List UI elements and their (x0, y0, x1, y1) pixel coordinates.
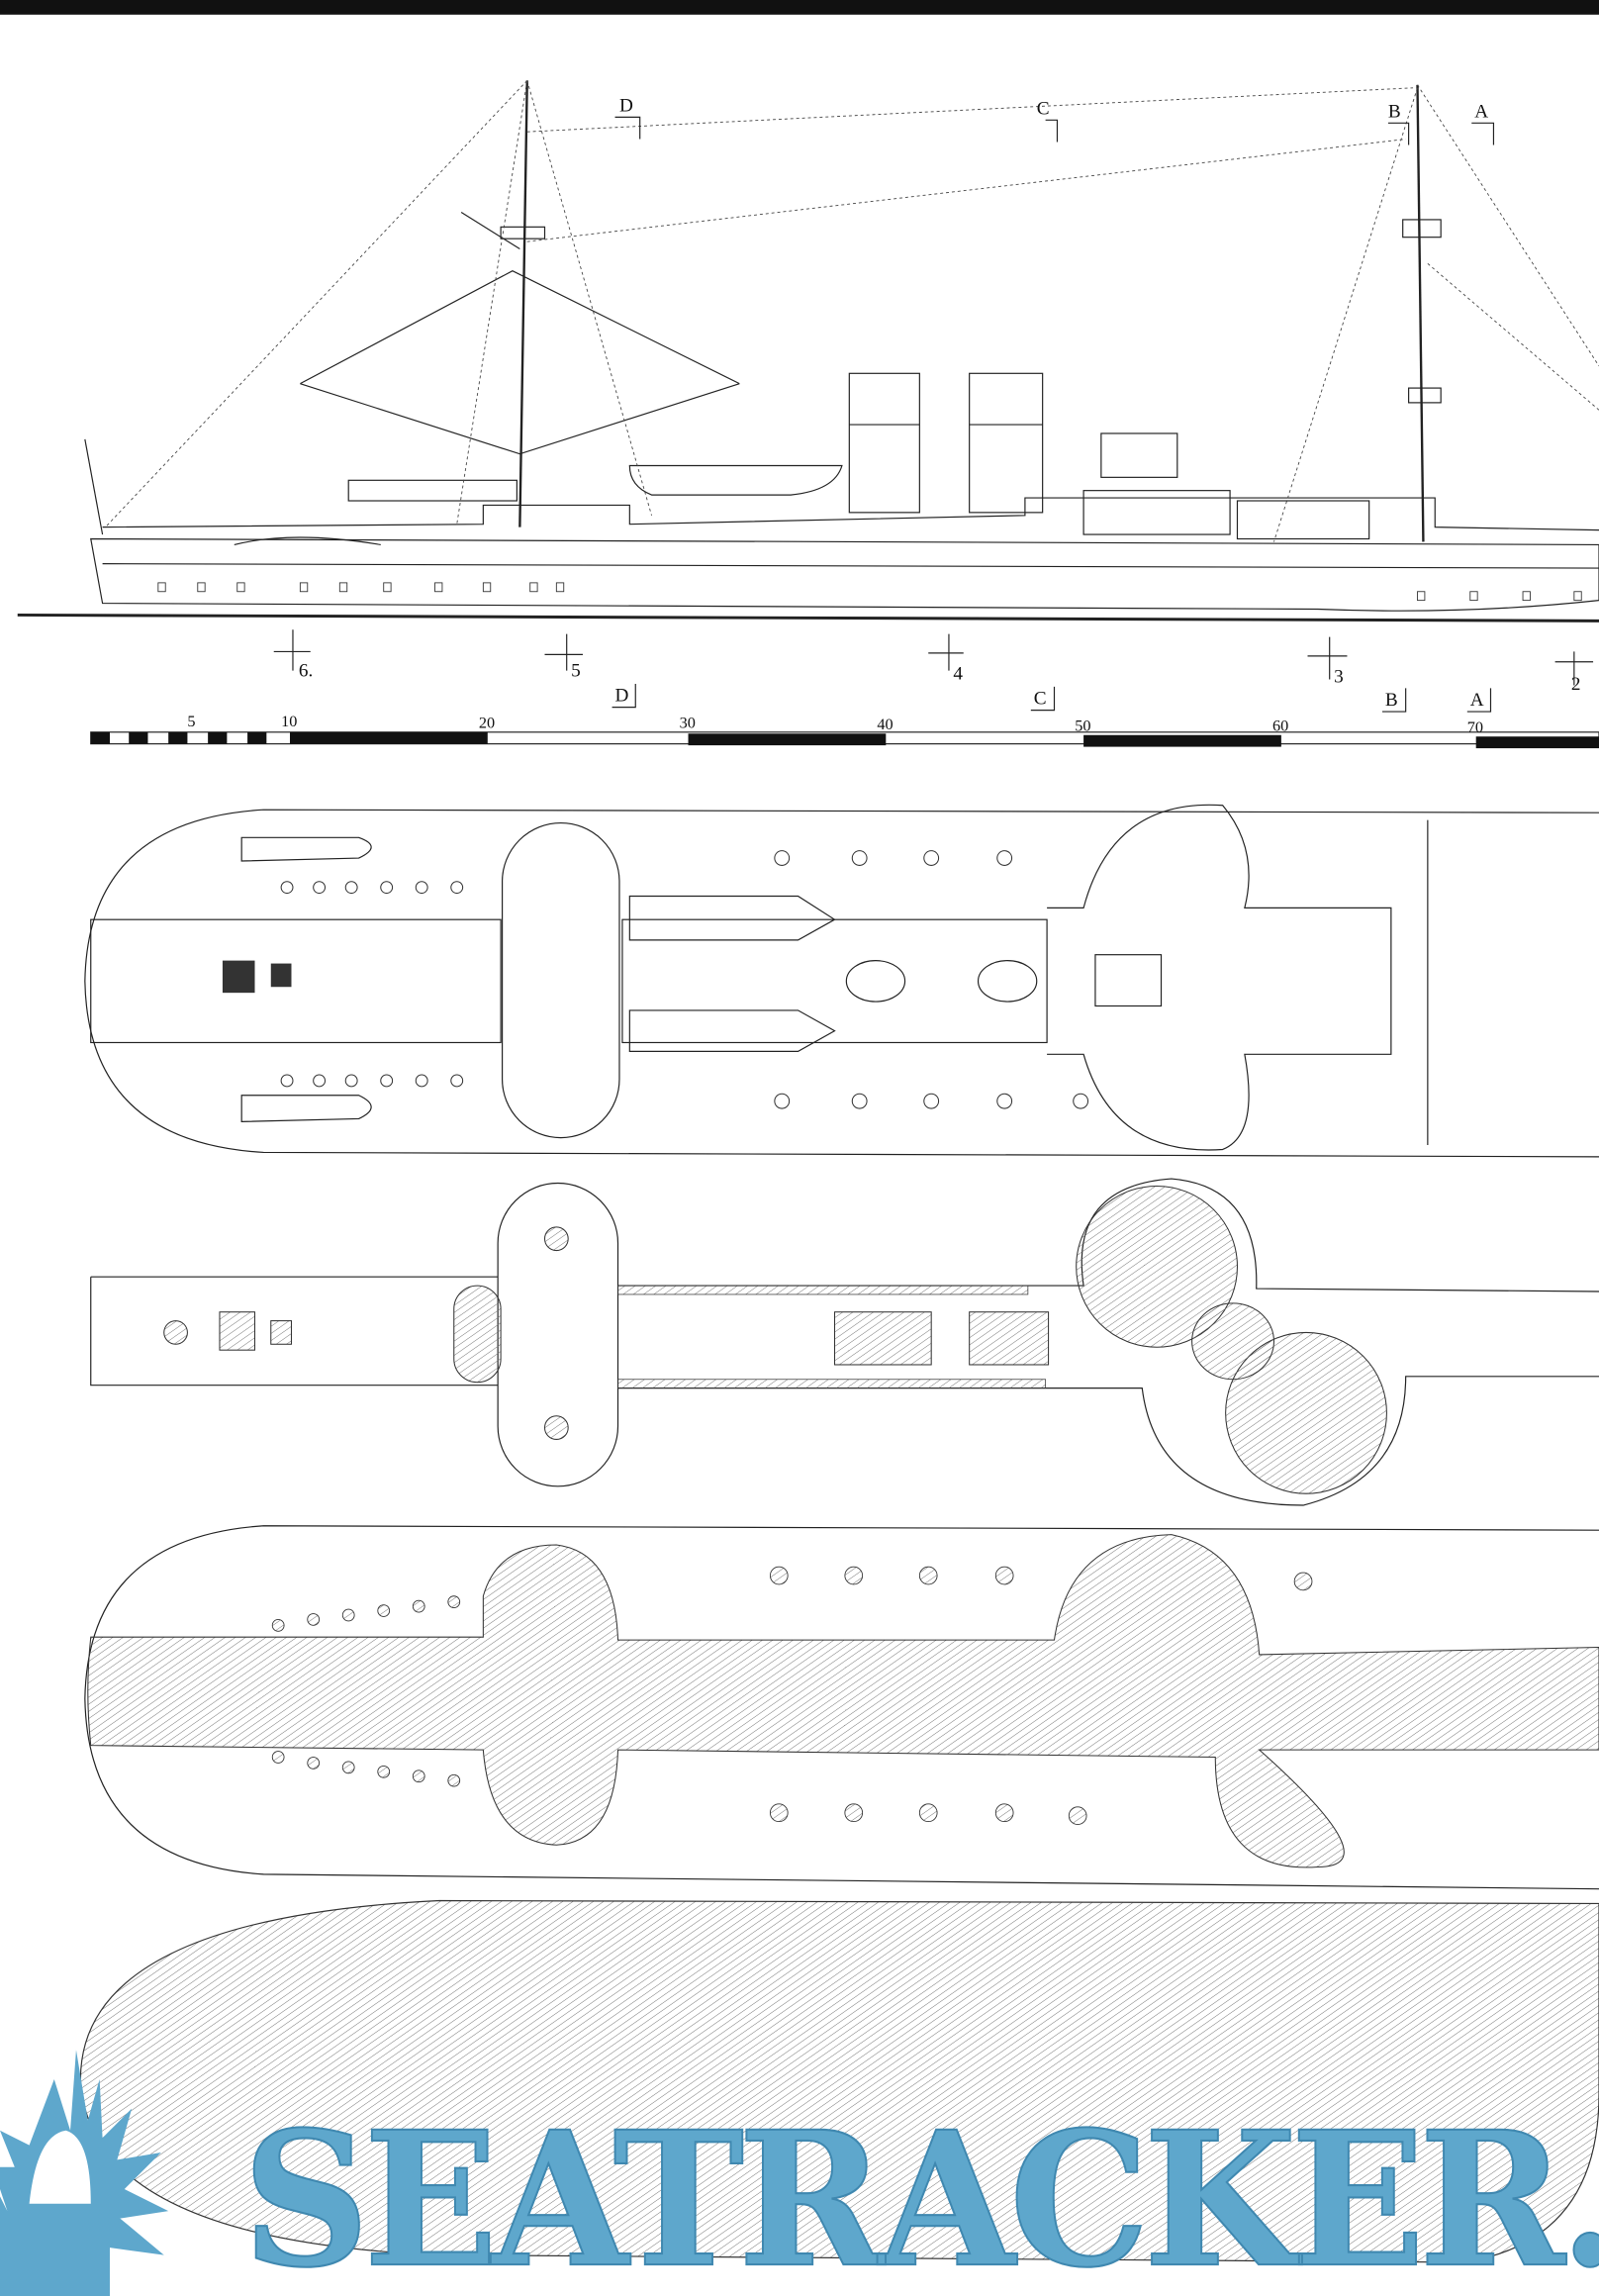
station-6: 6. (299, 661, 313, 682)
scale-label-5: 5 (187, 713, 195, 730)
section-label-c-top: C (1037, 98, 1050, 119)
station-4: 4 (953, 664, 963, 685)
section-label-c-bottom: C (1034, 689, 1047, 710)
station-2: 2 (1571, 674, 1581, 695)
scale-label-40: 40 (877, 716, 893, 733)
station-5: 5 (571, 661, 581, 682)
middle-deck-plan (90, 1178, 1599, 1506)
section-markers-bottom: D C B A (611, 683, 1492, 713)
scale-bar: 5 10 20 30 40 50 60 70 (90, 713, 1599, 749)
side-profile (17, 80, 1599, 622)
watermark-label: SEATRACKER.RU (242, 2096, 1599, 2294)
section-label-d-top: D (619, 95, 633, 116)
scale-label-10: 10 (281, 713, 297, 730)
scale-label-60: 60 (1272, 717, 1288, 734)
scale-label-50: 50 (1075, 717, 1090, 734)
upper-deck-plan (84, 804, 1599, 1158)
section-markers-top: D C B A (614, 95, 1495, 145)
scale-label-20: 20 (479, 714, 495, 731)
section-label-a-top: A (1474, 101, 1488, 122)
station-3: 3 (1334, 666, 1344, 687)
section-label-b-bottom: B (1385, 690, 1398, 711)
section-label-b-top: B (1388, 101, 1401, 122)
sun-logo-icon (0, 2050, 169, 2296)
station-marks: 6. 5 4 3 2 (273, 629, 1594, 695)
section-label-d-bottom: D (615, 686, 629, 707)
hold-plan (79, 1899, 1599, 2263)
section-label-a-bottom: A (1470, 690, 1484, 711)
watermark-text: SEATRACKER.RU (242, 2096, 1599, 2294)
scale-label-70: 70 (1467, 718, 1483, 736)
scale-label-30: 30 (680, 714, 696, 731)
top-border-band (0, 0, 1599, 15)
lower-deck-plan (84, 1525, 1599, 1890)
